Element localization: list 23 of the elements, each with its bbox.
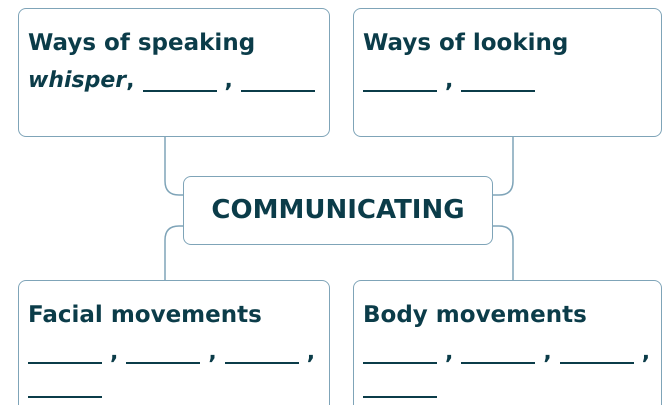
category-box bbox=[353, 280, 662, 405]
connector-line bbox=[493, 225, 514, 280]
answer-text: , bbox=[445, 70, 454, 92]
connector-line bbox=[164, 137, 183, 196]
answer-text: , bbox=[224, 70, 233, 92]
answer-text: , bbox=[110, 342, 118, 364]
category-box bbox=[353, 8, 662, 137]
answer-text: , bbox=[208, 342, 217, 364]
category-box bbox=[18, 8, 330, 137]
topic-box bbox=[183, 176, 493, 245]
answer-text: whisper, bbox=[28, 70, 134, 92]
answer-text: , bbox=[543, 342, 552, 364]
category-box bbox=[18, 280, 330, 405]
topic-title: COMMUNICATING bbox=[211, 194, 465, 227]
category-heading: Facial movements bbox=[28, 301, 263, 330]
answer-text: , bbox=[445, 342, 454, 364]
answer-text: , bbox=[642, 342, 650, 364]
connector-line bbox=[493, 137, 514, 196]
answer-text: , bbox=[306, 342, 316, 364]
category-heading: Ways of looking bbox=[363, 29, 570, 58]
category-heading: Ways of speaking bbox=[28, 29, 256, 58]
connector-line bbox=[164, 225, 183, 280]
category-heading: Body movements bbox=[363, 301, 588, 330]
